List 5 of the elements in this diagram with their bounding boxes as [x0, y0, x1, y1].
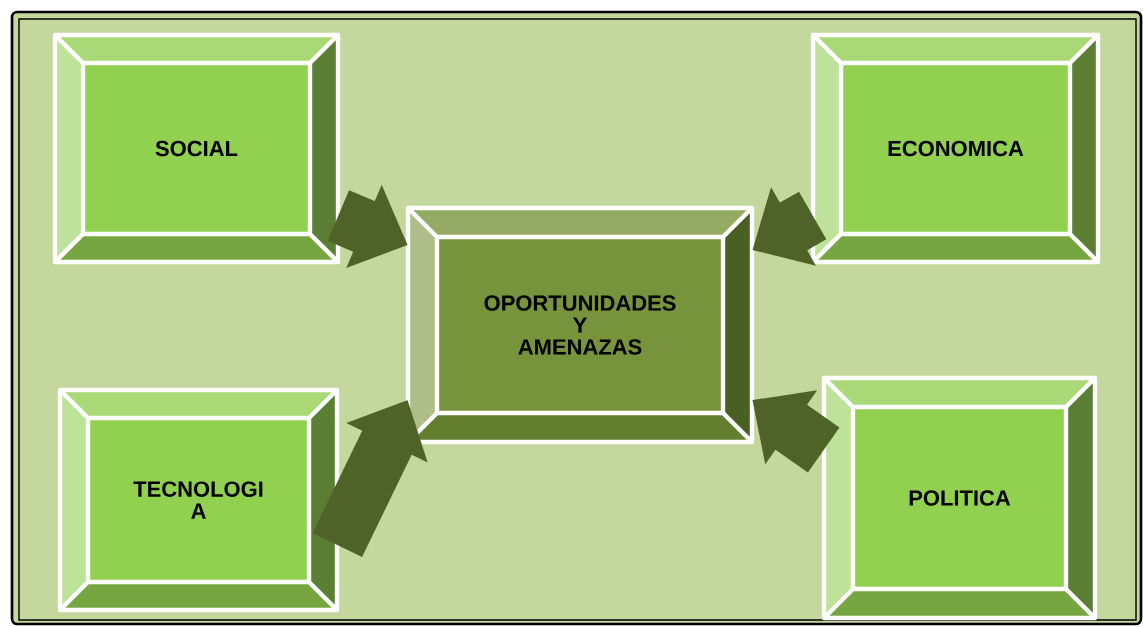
- bevel-box: SOCIAL: [52, 32, 341, 265]
- bevel-box: ECONOMICA: [810, 32, 1101, 265]
- bevel-box: OPORTUNIDADES Y AMENAZAS: [405, 205, 755, 445]
- bevel-box: TECNOLOGI A: [57, 387, 340, 613]
- bevel-box: POLITICA: [821, 375, 1098, 621]
